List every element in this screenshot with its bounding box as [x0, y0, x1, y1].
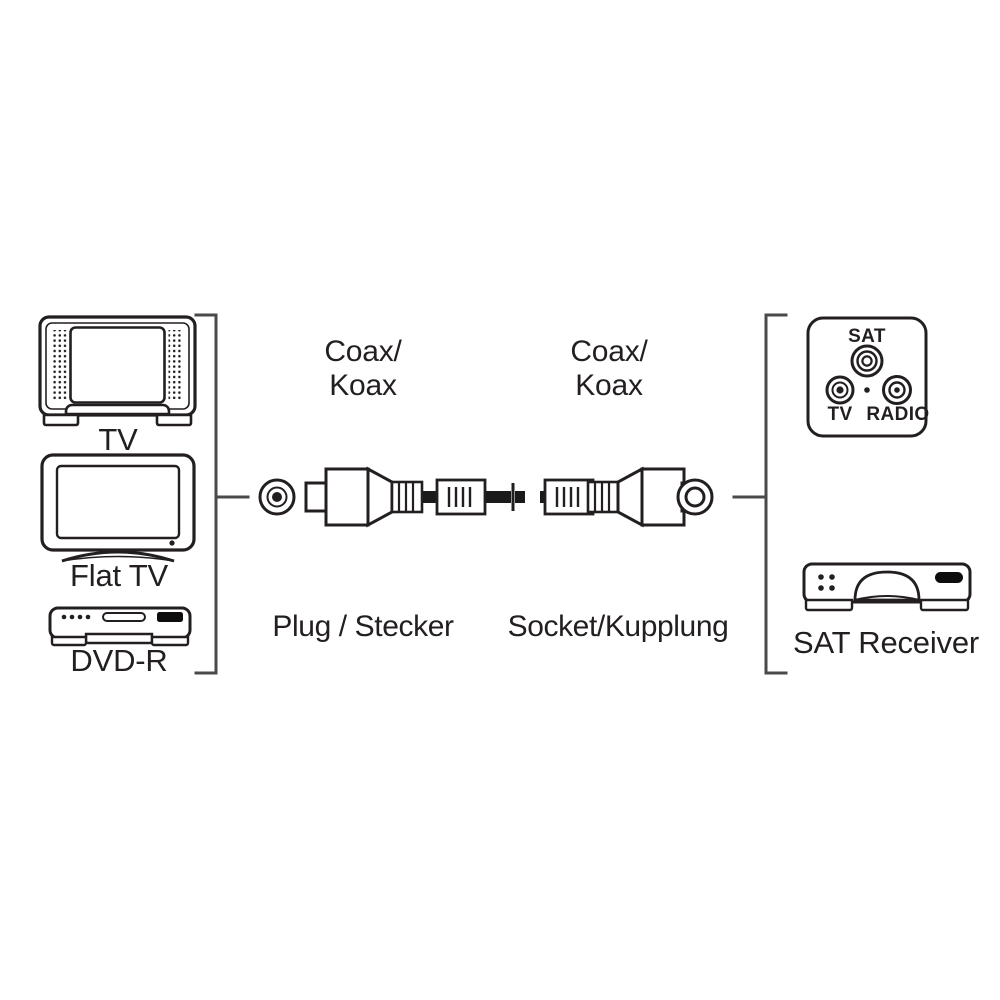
device-label-tv: TV: [98, 422, 138, 457]
plate-label-tv: TV: [827, 404, 853, 425]
cable-label-coax-right: Coax/ Koax: [570, 335, 648, 402]
cable-label-plug: Plug / Stecker: [272, 610, 454, 643]
cable-label-socket: Socket/Kupplung: [507, 610, 729, 643]
plate-center-dot: [864, 387, 870, 393]
ferrite-block-left: [435, 478, 487, 516]
source-devices-bracket: [194, 313, 250, 675]
sat-socket-icon[interactable]: [850, 344, 884, 378]
coax-plug-male: [304, 466, 424, 528]
plate-label-radio: RADIO: [866, 404, 930, 425]
radio-socket-icon[interactable]: [882, 375, 912, 405]
sat-wall-outlet[interactable]: [806, 316, 928, 438]
device-label-flat-tv: Flat TV: [70, 558, 168, 593]
cable-label-coax-left: Coax/ Koax: [324, 335, 402, 402]
sat-receiver-icon: [802, 562, 972, 612]
ferrite-block-right: [543, 478, 595, 516]
tv-socket-icon[interactable]: [825, 375, 855, 405]
dvd-recorder-icon: [48, 606, 192, 647]
destination-devices-bracket: [732, 313, 788, 675]
crt-tv-icon: [38, 315, 197, 427]
plate-label-sat: SAT: [848, 326, 886, 347]
device-label-sat-receiver: SAT Receiver: [793, 625, 979, 660]
device-label-dvd-r: DVD-R: [70, 643, 168, 678]
coax-male-pin-icon: [258, 478, 296, 516]
coax-cable-assembly: [304, 466, 706, 528]
flat-tv-icon: [40, 453, 196, 563]
coax-female-ring-icon: [676, 478, 714, 516]
